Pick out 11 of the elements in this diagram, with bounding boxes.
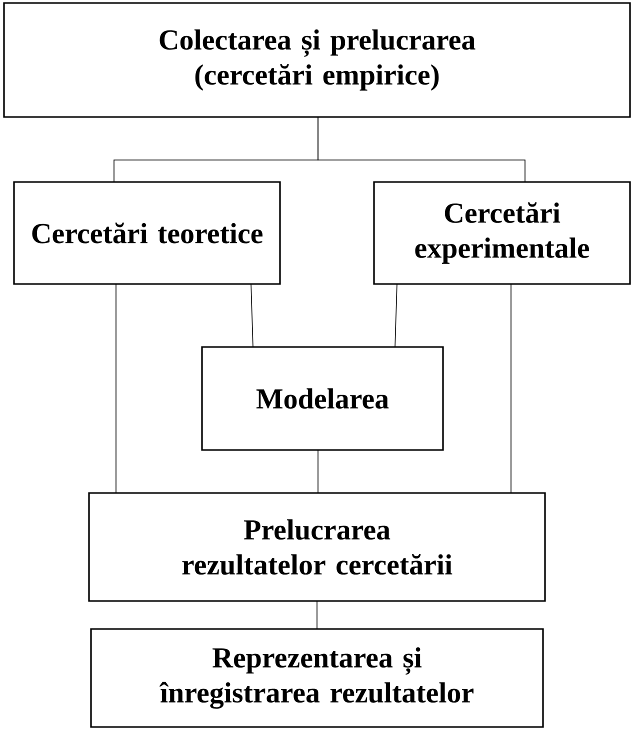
- process-box: Cercetări experimentale: [373, 181, 631, 285]
- process-box: Reprezentarea și înregistrarea rezultatelor: [90, 628, 544, 728]
- connector-line: [250, 284, 254, 348]
- connector-line: [316, 600, 318, 630]
- connector-line: [318, 116, 526, 182]
- process-box: Prelucrarea rezultatelor cercetării: [88, 492, 546, 602]
- connector-line: [394, 284, 398, 348]
- process-box: Colectarea și prelucrarea (cercetări empirice): [3, 2, 631, 118]
- process-box: Modelarea: [201, 346, 444, 451]
- connector-line: [510, 284, 512, 494]
- process-box: Cercetări teoretice: [13, 181, 281, 285]
